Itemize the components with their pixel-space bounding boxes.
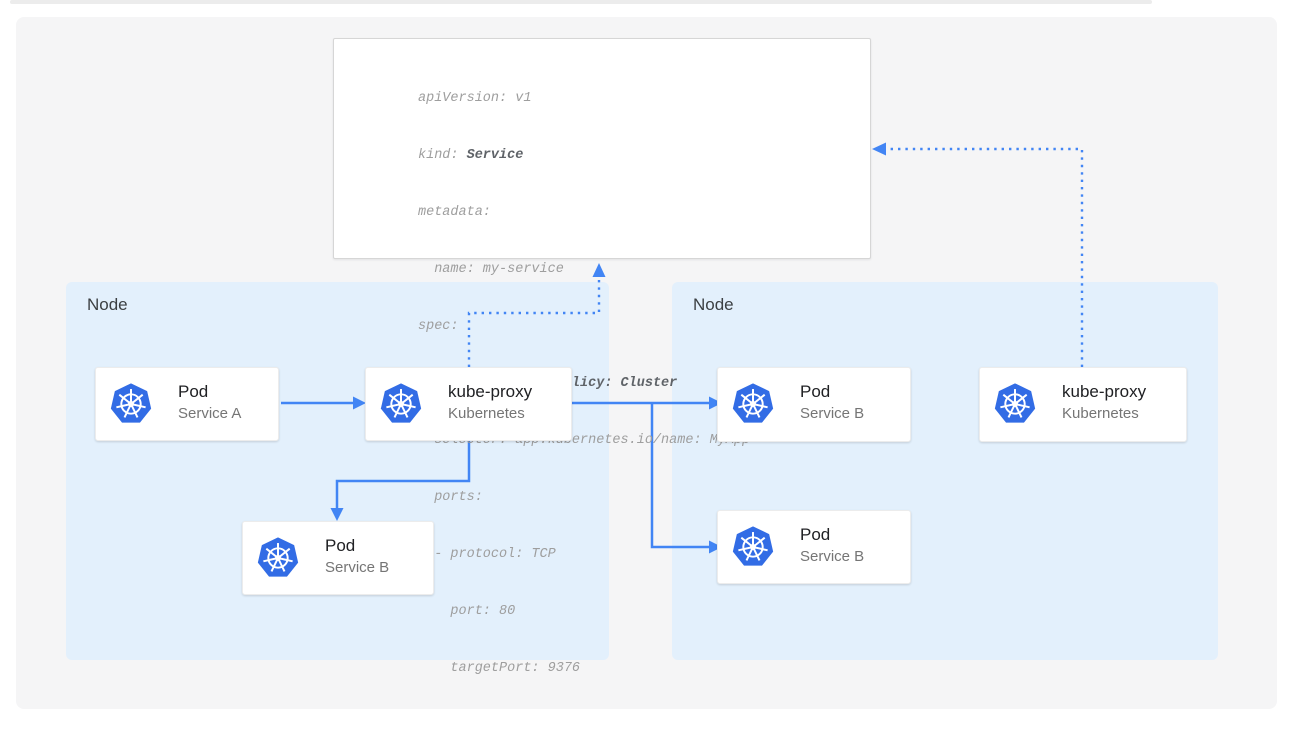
card-title: kube-proxy — [448, 382, 533, 401]
yaml-line: metadata: — [418, 205, 491, 220]
card-title: Pod — [800, 525, 831, 544]
yaml-line: kind: Service — [418, 148, 524, 163]
yaml-line: name: my-service — [418, 262, 564, 277]
kubernetes-icon — [380, 383, 422, 423]
card-kube-proxy-right: kube-proxy Kubernetes — [979, 367, 1187, 442]
card-kube-proxy-left: kube-proxy Kubernetes — [365, 367, 572, 441]
yaml-line: spec: — [418, 319, 459, 334]
card-pod-service-b-right-bottom: Pod Service B — [717, 510, 911, 584]
card-subtitle: Kubernetes — [448, 405, 525, 422]
card-subtitle: Service B — [800, 548, 865, 565]
yaml-line: - protocol: TCP — [418, 547, 556, 562]
card-subtitle: Service A — [178, 405, 242, 422]
kubernetes-icon — [257, 537, 299, 577]
card-title: Pod — [178, 382, 209, 401]
kubernetes-icon — [732, 526, 774, 566]
yaml-manifest-card: apiVersion: v1 kind: Service metadata: n… — [333, 38, 871, 676]
card-title: Pod — [325, 536, 356, 555]
card-title: kube-proxy — [1062, 382, 1147, 401]
node-box-right: Node — [672, 282, 1218, 660]
card-title: Pod — [800, 382, 831, 401]
card-pod-service-a: Pod Service A — [95, 367, 279, 441]
card-pod-service-b-left: Pod Service B — [242, 521, 434, 595]
card-subtitle: Service B — [800, 405, 865, 422]
kubernetes-icon — [110, 383, 152, 423]
yaml-line: port: 80 — [418, 604, 516, 619]
node-label: Node — [87, 295, 128, 314]
kubernetes-icon — [732, 383, 774, 423]
card-subtitle: Kubernetes — [1062, 405, 1139, 422]
card-pod-service-b-right-top: Pod Service B — [717, 367, 911, 442]
kubernetes-icon — [994, 383, 1036, 423]
card-subtitle: Service B — [325, 559, 390, 576]
top-divider — [10, 0, 1152, 4]
yaml-line: targetPort: 9376 — [418, 661, 581, 676]
yaml-line: ports: — [418, 490, 483, 505]
yaml-line: apiVersion: v1 — [418, 91, 532, 106]
node-label: Node — [693, 295, 734, 314]
